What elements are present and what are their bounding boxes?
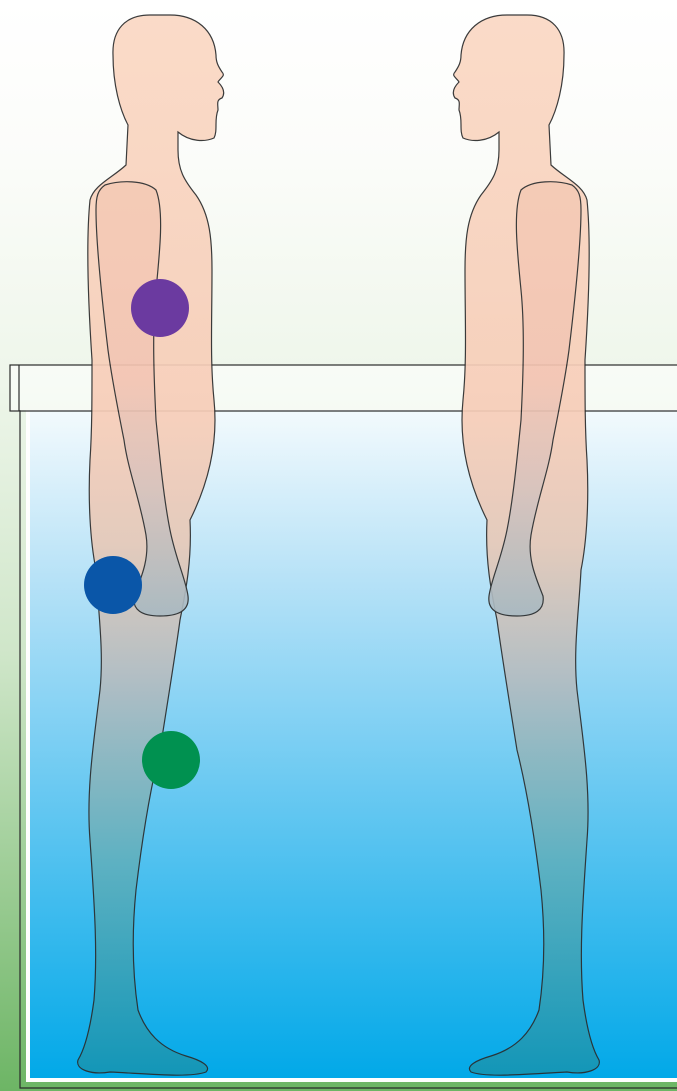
thigh-marker [84,556,142,614]
knee-marker [142,731,200,789]
upper-arm-marker [131,279,189,337]
